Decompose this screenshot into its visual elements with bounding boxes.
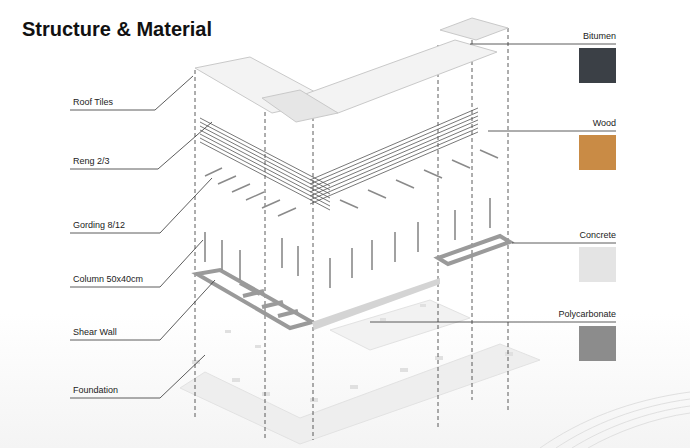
roof-tiles <box>195 18 508 122</box>
part-label: Column 50x40cm <box>73 274 143 285</box>
part-label: Foundation <box>73 385 118 396</box>
material-name: Wood <box>593 118 616 129</box>
material-name: Polycarbonate <box>558 309 616 320</box>
reng-battens <box>200 108 478 210</box>
part-label: Gording 8/12 <box>73 220 125 231</box>
material-name: Bitumen <box>583 31 616 42</box>
material-swatch <box>579 326 616 361</box>
dashed-guides <box>195 28 508 440</box>
material-swatch <box>579 48 616 83</box>
floor-slab <box>330 300 470 350</box>
diagram-title: Structure & Material <box>22 18 212 41</box>
part-label: Roof Tiles <box>73 97 113 108</box>
shear-wall-frame <box>197 270 312 328</box>
material-swatch <box>579 247 616 282</box>
material-swatch <box>579 135 616 170</box>
footing-pads <box>192 304 513 402</box>
roof-plane <box>300 40 497 113</box>
part-label: Reng 2/3 <box>73 156 110 167</box>
roof-ridge <box>262 90 338 122</box>
roof-cap <box>440 18 508 40</box>
material-name: Concrete <box>579 230 616 241</box>
leader-lines <box>70 44 616 398</box>
shear-wall-frame <box>438 236 510 264</box>
columns <box>205 198 490 288</box>
foundation-slab <box>180 344 540 444</box>
stairs <box>540 392 690 448</box>
part-label: Shear Wall <box>73 327 117 338</box>
